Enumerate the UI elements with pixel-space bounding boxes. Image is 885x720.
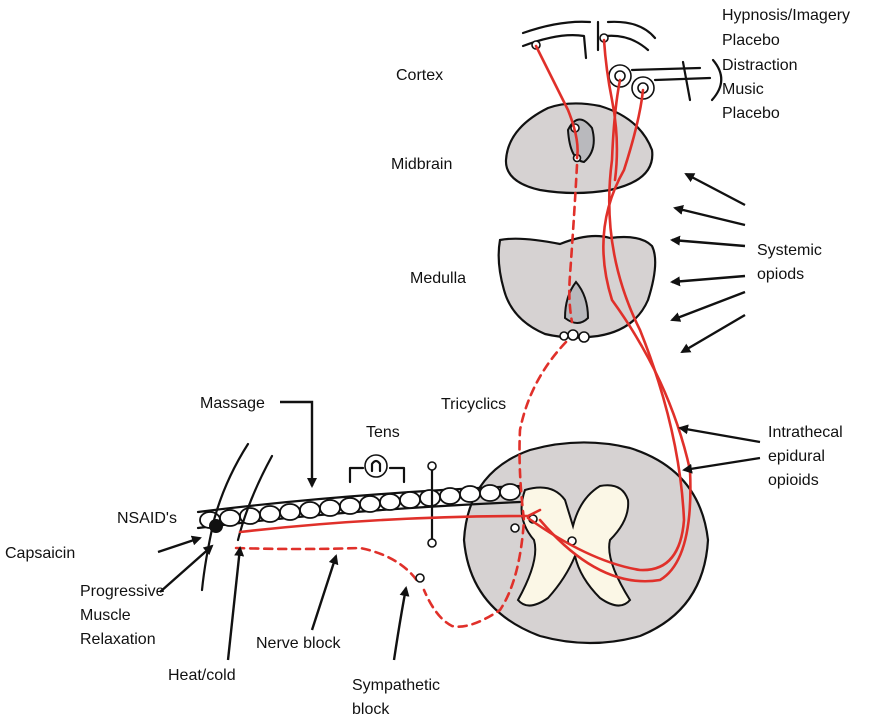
label-capsaicin: Capsaicin [5, 545, 75, 562]
label-massage: Massage [200, 395, 265, 412]
nociceptor-dot [209, 519, 223, 533]
medulla-section [499, 236, 656, 342]
label-intrathecal-3: opioids [768, 472, 819, 489]
label-heat-cold: Heat/cold [168, 667, 236, 684]
label-music: Music [722, 81, 764, 98]
label-nsaids: NSAID's [117, 510, 177, 527]
label-systemic-2: opiods [757, 266, 804, 283]
label-intrathecal-2: epidural [768, 448, 825, 465]
label-nerve-block: Nerve block [256, 635, 341, 652]
label-sympathetic-1: Sympathetic [352, 677, 440, 694]
label-pmr-1: Progressive [80, 583, 165, 600]
label-systemic-1: Systemic [757, 242, 822, 259]
spinal-cord-section [464, 442, 708, 643]
label-placebo-2: Placebo [722, 105, 780, 122]
label-tens: Tens [366, 424, 400, 441]
label-hypnosis: Hypnosis/Imagery [722, 7, 850, 24]
label-sympathetic-2: block [352, 701, 390, 718]
label-cortex: Cortex [396, 67, 443, 84]
cortex-outline [523, 22, 721, 100]
label-intrathecal-1: Intrathecal [768, 424, 843, 441]
label-placebo-1: Placebo [722, 32, 780, 49]
label-midbrain: Midbrain [391, 156, 452, 173]
label-pmr-3: Relaxation [80, 631, 156, 648]
label-tricyclics: Tricyclics [441, 396, 506, 413]
label-medulla: Medulla [410, 270, 466, 287]
label-pmr-2: Muscle [80, 607, 131, 624]
labels: Cortex Midbrain Medulla Hypnosis/Imagery… [5, 7, 850, 718]
label-distraction: Distraction [722, 57, 798, 74]
